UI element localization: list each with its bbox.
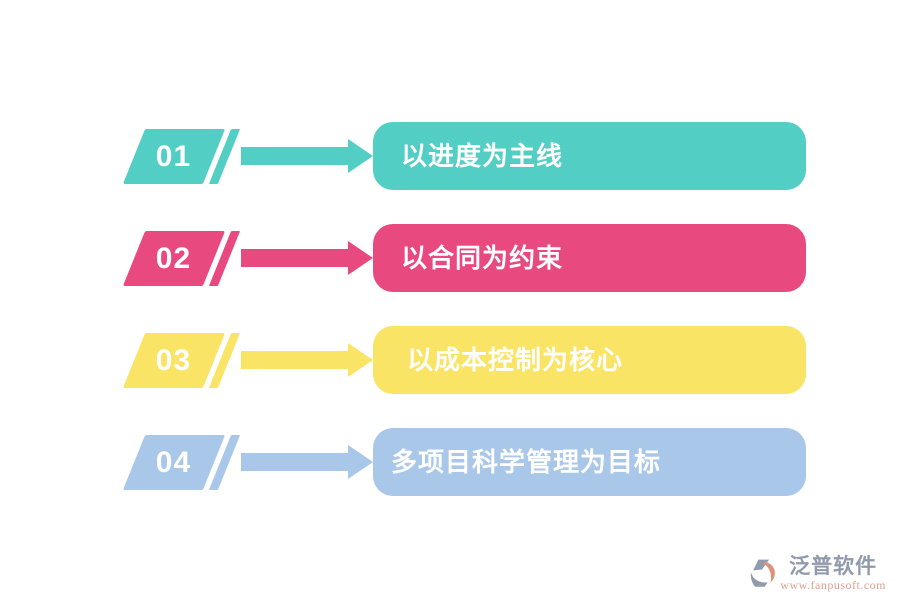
step-label: 以进度为主线	[401, 141, 564, 171]
arrow-right-icon	[241, 343, 373, 377]
arrow-head	[348, 445, 373, 479]
number-parallelogram: 02	[122, 230, 226, 286]
watermark-text: 泛普软件 www.fanpusoft.com	[780, 555, 886, 592]
number-parallelogram: 01	[122, 128, 226, 184]
step-row-02: 02 以合同为约束	[0, 224, 806, 292]
brand-url: www.fanpusoft.com	[780, 577, 886, 592]
arrow-shaft	[241, 453, 348, 471]
arrow-shaft	[241, 147, 348, 165]
step-number: 01	[156, 139, 192, 172]
step-number-badge-03: 03	[122, 332, 241, 388]
fanpu-logo-icon	[751, 559, 776, 587]
arrow-shaft	[241, 351, 348, 369]
arrow-head	[348, 241, 373, 275]
arrow-right-icon	[241, 139, 373, 173]
step-number: 03	[156, 343, 192, 376]
steps-list: 01 以进度为主线 02	[0, 122, 806, 496]
step-row-04: 04 多项目科学管理为目标	[0, 428, 806, 496]
step-row-03: 03 以成本控制为核心	[0, 326, 806, 394]
step-number-badge-04: 04	[122, 434, 241, 490]
brand-name: 泛普软件	[789, 554, 878, 578]
step-label: 多项目科学管理为目标	[391, 447, 662, 477]
arrow-right-icon	[241, 445, 373, 479]
step-number: 04	[156, 445, 192, 478]
arrow-head	[348, 343, 373, 377]
step-label-pill: 以合同为约束	[373, 224, 806, 292]
number-parallelogram: 03	[122, 332, 226, 388]
step-label-pill: 以成本控制为核心	[373, 326, 806, 394]
step-label: 以成本控制为核心	[407, 345, 624, 375]
step-number-badge-02: 02	[122, 230, 241, 286]
step-number: 02	[156, 241, 192, 274]
arrow-right-icon	[241, 241, 373, 275]
step-number-badge-01: 01	[122, 128, 241, 184]
number-parallelogram: 04	[122, 434, 226, 490]
arrow-shaft	[241, 249, 348, 267]
step-row-01: 01 以进度为主线	[0, 122, 806, 190]
brand-watermark: 泛普软件 www.fanpusoft.com	[746, 555, 886, 592]
arrow-head	[348, 139, 373, 173]
step-label-pill: 多项目科学管理为目标	[373, 428, 806, 496]
step-label-pill: 以进度为主线	[373, 122, 806, 190]
step-label: 以合同为约束	[401, 243, 564, 273]
